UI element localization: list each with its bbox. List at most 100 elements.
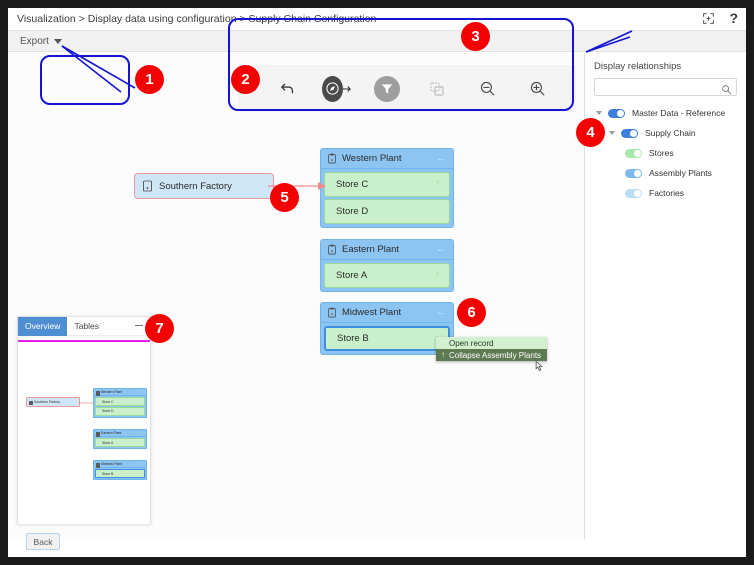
sidebar-search[interactable]	[594, 78, 737, 97]
tree-item-master-data[interactable]: Master Data - Reference	[594, 105, 737, 121]
breadcrumb-text: Visualization > Display data using confi…	[17, 13, 377, 25]
tree-item-label: Supply Chain	[645, 128, 696, 138]
fit-screen-icon[interactable]	[702, 12, 715, 25]
undo-icon[interactable]	[272, 74, 302, 104]
navigate-icon[interactable]	[322, 74, 352, 104]
annotation-marker-5: 5	[270, 183, 299, 212]
tree-item-label: Stores	[649, 148, 674, 158]
menu-item-collapse-assembly-plants[interactable]: ↑ Collapse Assembly Plants	[436, 349, 547, 361]
mini-group-children: Store B	[93, 468, 147, 480]
chevron-down-icon[interactable]	[594, 111, 604, 115]
search-input[interactable]	[595, 81, 736, 97]
mini-node-label: Southern Factory	[34, 400, 61, 404]
child-node-store-b[interactable]: Store B ↑	[324, 326, 450, 351]
help-icon[interactable]: ?	[729, 10, 738, 26]
viewport-indicator	[18, 340, 150, 342]
tree-item-factories[interactable]: Factories	[594, 185, 737, 201]
child-node-label: Store C	[336, 179, 369, 190]
zoom-in-icon[interactable]	[522, 74, 552, 104]
mini-group-eastern-plant: Eastern Plant Store A	[93, 429, 147, 449]
window-controls: ?	[702, 11, 738, 25]
mini-group-header-label: Western Plant	[101, 390, 123, 394]
marker-number: 4	[586, 124, 595, 141]
tree-item-supply-chain[interactable]: Supply Chain	[594, 125, 737, 141]
tree-item-assembly-plants[interactable]: Assembly Plants	[594, 165, 737, 181]
up-arrow-icon[interactable]: ↑	[435, 269, 440, 280]
child-node-store-a[interactable]: Store A ↑	[324, 263, 450, 288]
up-arrow-icon: ↑	[441, 350, 445, 359]
back-button-label: Back	[33, 536, 53, 547]
mini-child-label: Store D	[102, 409, 114, 413]
toggle-stores[interactable]	[625, 148, 642, 158]
group-header-eastern-plant[interactable]: Eastern Plant ←	[320, 239, 454, 260]
search-icon	[721, 82, 732, 100]
child-node-label: Store A	[336, 270, 368, 281]
menu-item-label: Collapse Assembly Plants	[449, 350, 542, 360]
clipboard-icon	[327, 244, 337, 255]
filter-icon[interactable]	[372, 74, 402, 104]
marker-number: 1	[145, 71, 154, 88]
group-header-label: Western Plant	[342, 153, 402, 164]
marker-number: 7	[155, 320, 164, 337]
mini-child-label: Store A	[102, 440, 114, 445]
export-button-label: Export	[20, 35, 49, 47]
marker-number: 6	[467, 304, 476, 321]
mini-child-node: Store B	[95, 469, 145, 478]
annotation-marker-2: 2	[231, 65, 260, 94]
child-node-label: Store B	[337, 333, 369, 344]
tab-label: Tables	[74, 321, 100, 331]
left-arrow-icon[interactable]: ←	[436, 244, 446, 255]
mini-child-label: Store B	[102, 471, 114, 476]
toggle-master-data[interactable]	[608, 108, 625, 118]
diagram-toolbar	[238, 65, 576, 112]
back-button[interactable]: Back	[26, 533, 60, 550]
duplicate-icon[interactable]	[422, 74, 452, 104]
node-southern-factory[interactable]: Southern Factory	[134, 173, 274, 199]
menu-item-open-record[interactable]: Open record	[436, 337, 547, 349]
child-node-store-c[interactable]: Store C ↑	[324, 172, 450, 197]
tab-overview[interactable]: Overview	[18, 316, 68, 336]
annotation-marker-3: 3	[461, 22, 490, 51]
overview-tabs: Overview Tables	[18, 316, 150, 336]
group-children-eastern-plant: Store A ↑	[320, 260, 454, 292]
up-arrow-icon[interactable]: ↑	[435, 178, 440, 189]
group-header-midwest-plant[interactable]: Midwest Plant ←	[320, 302, 454, 323]
left-arrow-icon[interactable]: ←	[436, 307, 446, 318]
left-arrow-icon[interactable]: ←	[436, 153, 446, 164]
marker-number: 5	[280, 189, 289, 206]
node-label: Southern Factory	[159, 180, 232, 192]
mini-group-header-label: Eastern Plant	[101, 431, 122, 435]
clipboard-icon	[327, 153, 337, 164]
application-window: Visualization > Display data using confi…	[8, 8, 746, 557]
child-node-store-d[interactable]: Store D	[324, 199, 450, 224]
mini-group-header-label: Midwest Plant	[101, 462, 123, 466]
export-button[interactable]: Export	[16, 34, 66, 49]
tab-tables[interactable]: Tables	[67, 317, 106, 336]
group-header-label: Eastern Plant	[342, 244, 400, 255]
tab-label: Overview	[25, 321, 61, 331]
mini-child-node: Store C	[95, 397, 145, 406]
marker-number: 2	[241, 71, 250, 88]
group-western-plant: Western Plant ← Store C ↑ Store D	[320, 148, 454, 228]
group-children-midwest-plant: Store B ↑	[320, 323, 454, 355]
group-eastern-plant: Eastern Plant ← Store A ↑	[320, 239, 454, 292]
record-icon	[142, 180, 153, 192]
group-header-western-plant[interactable]: Western Plant ←	[320, 148, 454, 169]
relationships-sidebar: Display relationships Master Data - Refe…	[584, 53, 746, 540]
menu-item-label: Open record	[449, 338, 494, 348]
minimize-icon[interactable]	[135, 325, 143, 326]
tree-item-label: Assembly Plants	[649, 168, 712, 178]
mini-group-header: Eastern Plant	[93, 429, 147, 437]
toggle-factories[interactable]	[625, 188, 642, 198]
overview-minimap[interactable]: Southern Factory Western Plant Store C S…	[18, 336, 150, 524]
tree-item-stores[interactable]: Stores	[594, 145, 737, 161]
tree-item-label: Master Data - Reference	[632, 108, 726, 118]
mini-child-label: Store C	[102, 399, 114, 404]
toggle-supply-chain[interactable]	[621, 128, 638, 138]
toggle-assembly-plants[interactable]	[625, 168, 642, 178]
group-midwest-plant: Midwest Plant ← Store B ↑	[320, 302, 454, 355]
child-node-label: Store D	[336, 206, 369, 217]
chevron-down-icon[interactable]	[607, 131, 617, 135]
zoom-out-icon[interactable]	[472, 74, 502, 104]
mini-group-header: Midwest Plant	[93, 460, 147, 468]
